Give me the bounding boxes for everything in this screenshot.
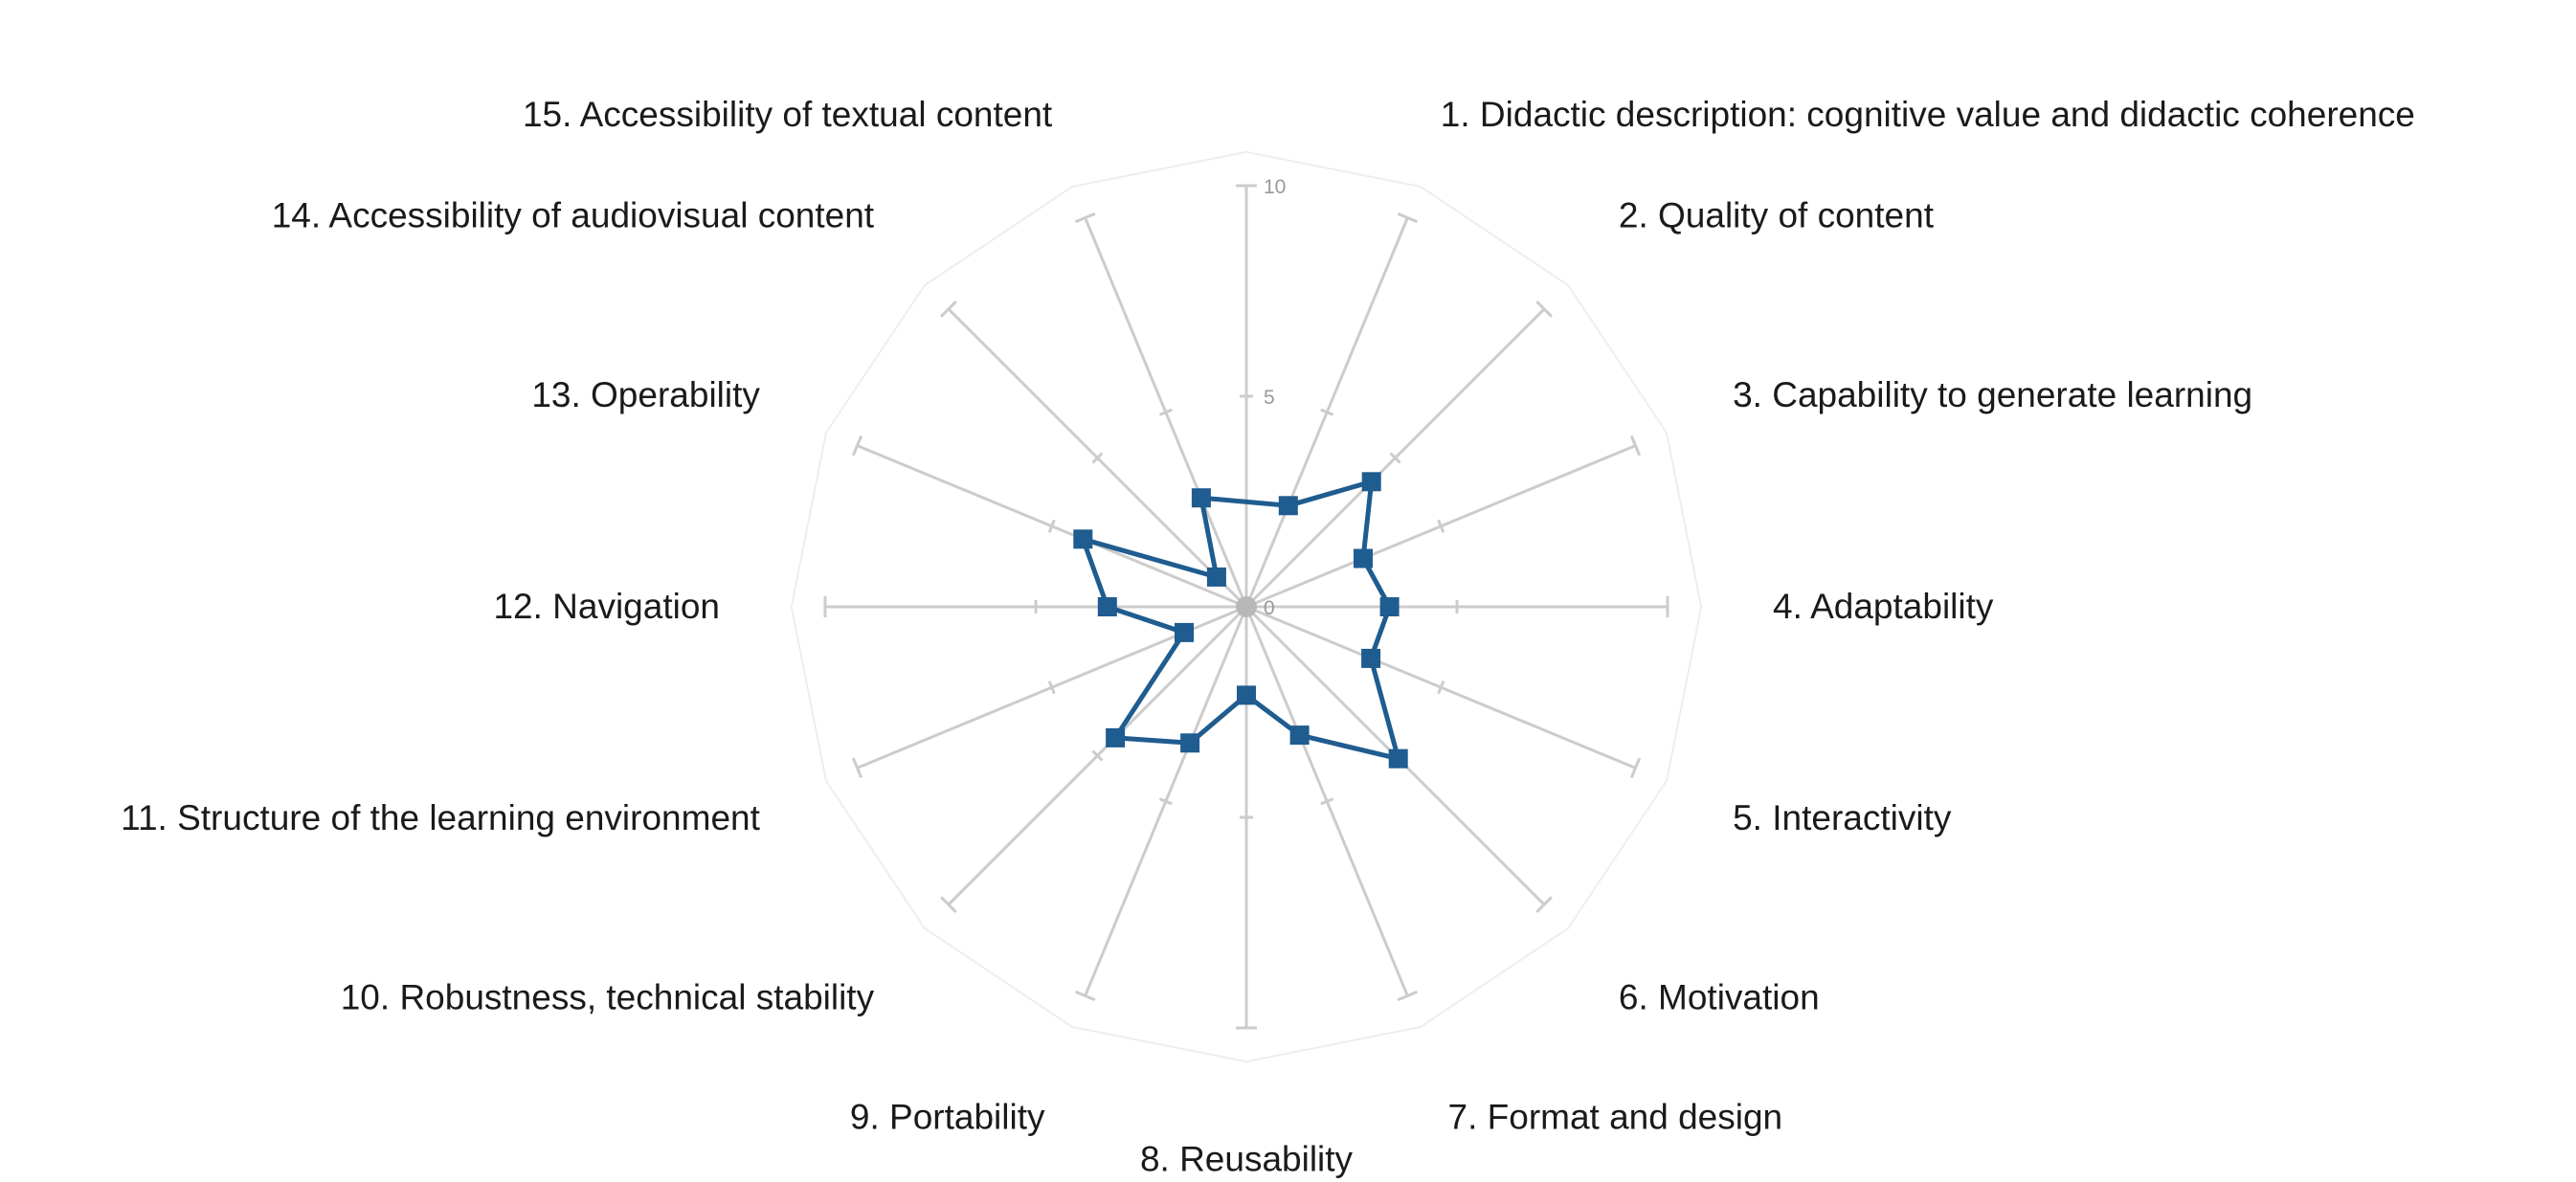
series-layer xyxy=(1073,472,1408,769)
data-point-6 xyxy=(1388,748,1408,769)
spoke-end-cap-axis-2 xyxy=(1535,301,1553,318)
spoke-mid-tick-axis-14 xyxy=(1091,452,1104,464)
data-point-13 xyxy=(1073,529,1093,549)
category-label-8: 8. Reusability xyxy=(1140,1140,1354,1179)
outer-boundary-polygon xyxy=(790,150,1703,1063)
spoke-end-cap-axis-15 xyxy=(1074,212,1096,224)
spoke-mid-tick-axis-13 xyxy=(1047,519,1056,533)
spoke-mid-tick-axis-5 xyxy=(1437,680,1445,695)
data-point-15 xyxy=(1191,488,1211,508)
spoke-end-cap-axis-3 xyxy=(1629,435,1642,457)
category-label-2: 2. Quality of content xyxy=(1619,196,1935,235)
category-label-13: 13. Operability xyxy=(531,375,760,414)
spoke-mid-tick-axis-2 xyxy=(1389,452,1401,464)
category-label-4: 4. Adaptability xyxy=(1773,587,1994,626)
category-label-14: 14. Accessibility of audiovisual content xyxy=(272,196,875,235)
category-label-11: 11. Structure of the learning environmen… xyxy=(121,798,760,837)
data-point-4 xyxy=(1379,597,1400,616)
data-point-14 xyxy=(1206,567,1226,587)
category-label-5: 5. Interactivity xyxy=(1733,798,1952,837)
spoke-end-cap-axis-13 xyxy=(851,435,863,457)
category-labels: 1. Didactic description: cognitive value… xyxy=(121,95,2415,1179)
data-point-1 xyxy=(1278,496,1298,516)
data-point-11 xyxy=(1175,622,1194,642)
tick-label-5: 5 xyxy=(1264,387,1275,409)
category-label-12: 12. Navigation xyxy=(493,587,720,626)
spoke-mid-tick-axis-10 xyxy=(1091,749,1104,762)
data-point-3 xyxy=(1354,548,1373,569)
data-point-8 xyxy=(1237,685,1256,705)
spoke-end-cap-axis-1 xyxy=(1397,212,1419,224)
data-point-12 xyxy=(1097,597,1117,616)
tick-label-0: 0 xyxy=(1264,597,1275,619)
category-label-7: 7. Format and design xyxy=(1448,1098,1783,1137)
category-label-3: 3. Capability to generate learning xyxy=(1733,375,2252,414)
data-point-5 xyxy=(1361,648,1381,668)
data-point-7 xyxy=(1289,725,1310,746)
category-label-15: 15. Accessibility of textual content xyxy=(523,95,1053,134)
spoke-end-cap-axis-7 xyxy=(1397,990,1419,1002)
spoke-end-cap-axis-14 xyxy=(940,301,957,318)
spoke-mid-tick-axis-1 xyxy=(1320,408,1334,416)
spoke-mid-tick-axis-3 xyxy=(1437,519,1445,533)
radial-tick-labels: 0 5 10 xyxy=(1264,176,1286,619)
data-point-2 xyxy=(1361,472,1381,492)
category-label-10: 10. Robustness, technical stability xyxy=(341,977,875,1016)
center-dot xyxy=(1236,596,1257,617)
spoke-mid-tick-axis-7 xyxy=(1320,797,1334,806)
axis-spokes xyxy=(823,184,1669,1030)
category-label-1: 1. Didactic description: cognitive value… xyxy=(1441,95,2415,134)
spoke-end-cap-axis-6 xyxy=(1535,896,1553,913)
data-point-9 xyxy=(1180,733,1200,753)
spoke-end-cap-axis-10 xyxy=(940,896,957,913)
spoke-mid-tick-axis-9 xyxy=(1158,797,1173,806)
outer-boundary xyxy=(790,150,1703,1063)
tick-label-10: 10 xyxy=(1264,176,1286,198)
data-point-10 xyxy=(1106,727,1126,747)
spoke-end-cap-axis-9 xyxy=(1074,990,1096,1002)
category-label-9: 9. Portability xyxy=(850,1098,1045,1137)
series-line xyxy=(1080,479,1401,762)
spoke-end-cap-axis-11 xyxy=(851,757,863,779)
category-label-6: 6. Motivation xyxy=(1619,977,1820,1016)
spoke-mid-tick-axis-15 xyxy=(1158,408,1173,416)
spoke-mid-tick-axis-11 xyxy=(1047,680,1056,695)
spoke-end-cap-axis-5 xyxy=(1629,757,1642,779)
